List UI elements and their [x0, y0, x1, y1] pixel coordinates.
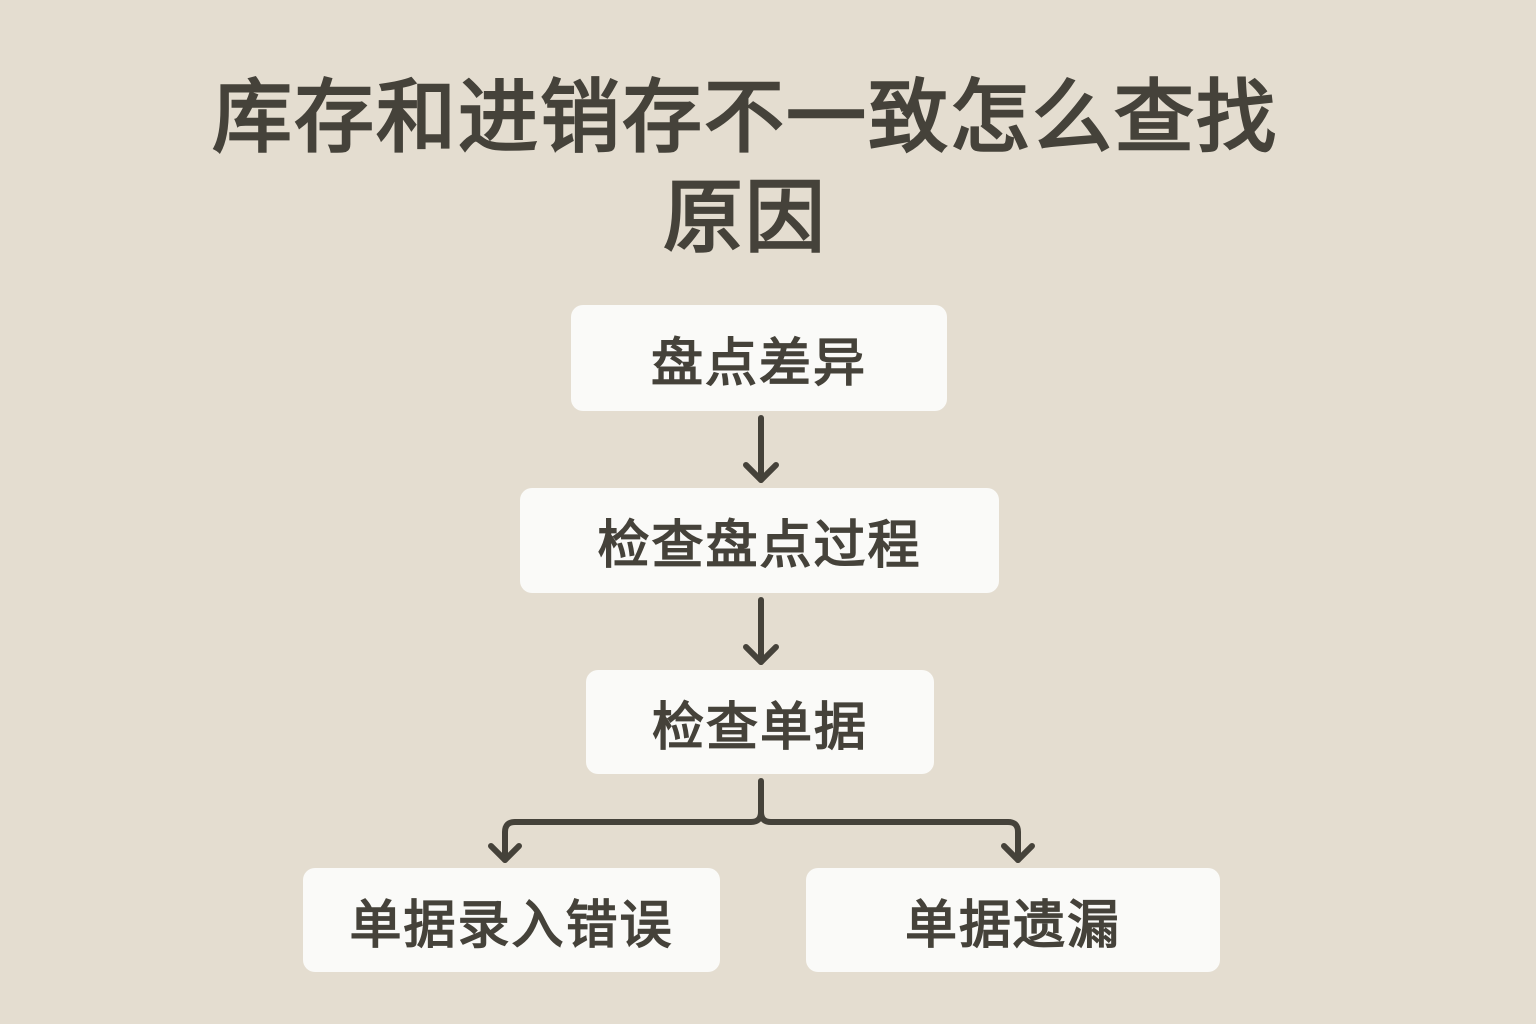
node-inventory-difference: 盘点差异	[571, 305, 947, 411]
diagram-title: 库存和进销存不一致怎么查找原因	[212, 71, 1278, 264]
node-document-entry-error: 单据录入错误	[303, 868, 720, 972]
arrow-n2-n3	[743, 597, 779, 665]
node-check-documents: 检查单据	[586, 670, 934, 774]
arrow-n3-n4	[488, 778, 764, 863]
node-check-counting-process: 检查盘点过程	[520, 488, 999, 593]
arrow-n1-n2	[743, 415, 779, 483]
arrow-n3-n5	[758, 809, 1035, 863]
node-document-omission: 单据遗漏	[806, 868, 1220, 972]
